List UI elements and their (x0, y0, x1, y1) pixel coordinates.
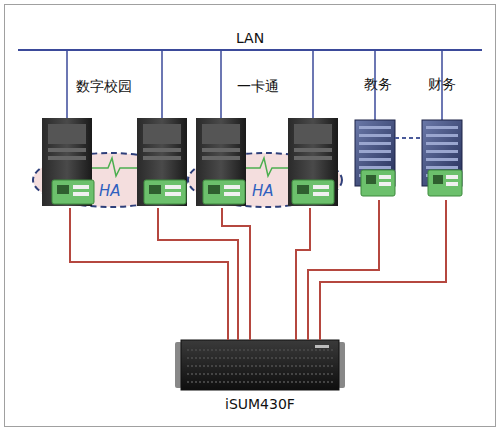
system-label: 一卡通 (237, 78, 279, 96)
system-label: 数字校园 (76, 78, 132, 96)
fc-cable (308, 200, 379, 340)
network-label: LAN (236, 30, 264, 46)
rack-server: 教务 (352, 118, 398, 200)
fc-cable (320, 200, 446, 340)
fc-cable (70, 208, 228, 340)
ha-label: HA (252, 182, 274, 200)
lan-bus (18, 49, 482, 51)
fc-cable (158, 208, 238, 340)
hba-cards (52, 180, 334, 204)
rack-server: 财务 (419, 118, 465, 200)
rack-outline (352, 118, 398, 200)
server-name: 教务 (364, 76, 392, 94)
rack-outline (419, 118, 465, 200)
storage-outline (175, 340, 345, 390)
link-line (395, 138, 422, 139)
storage-array: iSUM430F (175, 340, 345, 390)
lan-drops (67, 50, 442, 120)
frame (5, 5, 496, 427)
heartbeat-lines (92, 158, 288, 176)
ha-label: HA (99, 182, 121, 200)
tower-servers (42, 118, 338, 206)
device-name: iSUM430F (225, 396, 295, 412)
server-name: 财务 (428, 76, 456, 94)
fc-cable (222, 208, 250, 340)
